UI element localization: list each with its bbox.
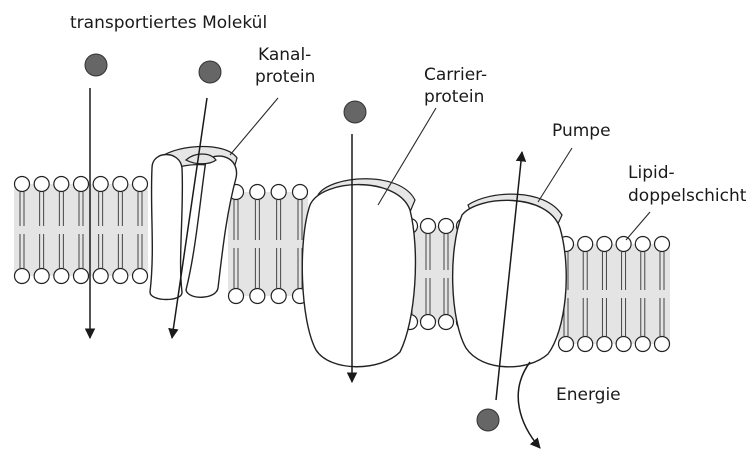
molecule-3 (344, 101, 366, 123)
lipid-head (578, 237, 593, 252)
lipid-head (229, 289, 244, 304)
lipid-head (133, 269, 148, 284)
lipid-head (271, 185, 286, 200)
carrier-protein (302, 179, 415, 367)
lipid-head (635, 337, 650, 352)
lipid-head (655, 337, 670, 352)
lipid-head (93, 269, 108, 284)
lipid-head (578, 337, 593, 352)
molecule-4 (477, 409, 499, 431)
lipid-head (133, 177, 148, 192)
pump-leader (538, 148, 572, 202)
lipid-head (616, 237, 631, 252)
lipid-head (597, 237, 612, 252)
lipid-head (54, 269, 69, 284)
molecule-label: transportiertes Molekül (70, 13, 267, 33)
bilayer-core (14, 184, 148, 276)
lipid-head (34, 177, 49, 192)
lipid-head (439, 219, 454, 234)
channel-protein (150, 146, 237, 299)
energy-label: Energie (556, 385, 621, 405)
lipid-head (271, 289, 286, 304)
lipid-head (34, 269, 49, 284)
channel-leader (230, 98, 278, 155)
lipid-head (439, 315, 454, 330)
lipid-head (15, 269, 30, 284)
pump-label: Pumpe (552, 121, 611, 141)
lipid-head (250, 185, 265, 200)
bilayer-core (228, 192, 308, 296)
molecule-1 (85, 54, 107, 76)
carrier-label-line2: protein (424, 87, 484, 107)
lipid-head (250, 289, 265, 304)
lipid-label-line2: doppelschicht (628, 186, 747, 206)
lipid-head (74, 177, 89, 192)
lipid-head (113, 269, 128, 284)
bilayer-core (558, 244, 670, 344)
lipid-label-line1: Lipid- (628, 163, 675, 183)
pump-protein (453, 194, 567, 367)
lipid-head (421, 219, 436, 234)
lipid-head (293, 185, 308, 200)
lipid-head (74, 269, 89, 284)
carrier-label-line1: Carrier- (424, 65, 487, 85)
channel-label-line2: protein (255, 67, 315, 87)
lipid-head (421, 315, 436, 330)
lipid-leader (626, 212, 650, 240)
lipid-head (597, 337, 612, 352)
molecule-2 (199, 61, 221, 83)
channel-label-line1: Kanal- (258, 45, 311, 65)
lipid-head (559, 337, 574, 352)
lipid-head (635, 237, 650, 252)
lipid-head (655, 237, 670, 252)
lipid-head (54, 177, 69, 192)
energy-arrow (518, 362, 540, 448)
lipid-head (93, 177, 108, 192)
lipid-head (113, 177, 128, 192)
lipid-head (616, 337, 631, 352)
lipid-head (15, 177, 30, 192)
